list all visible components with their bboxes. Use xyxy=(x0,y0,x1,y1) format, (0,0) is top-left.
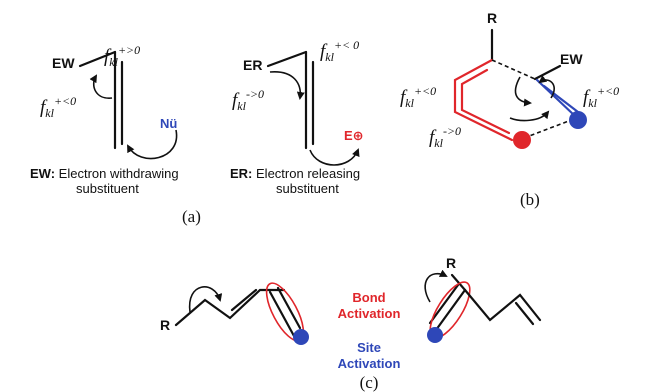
curved-arrow-c-left xyxy=(188,286,223,313)
blue-atom-dot xyxy=(569,111,587,129)
curved-arrow-c-right xyxy=(424,269,448,303)
blue-site-dot-right xyxy=(427,327,443,343)
panel-a-er-alkene: ER fkl+< 0 fkl->0 E⊕ xyxy=(232,38,364,166)
panel-a: EW fkl+>0 fkl+<0 Nü ER fkl+< 0 fkl->0 E⊕… xyxy=(30,38,364,226)
panel-c: R Bond Activation Site Activation R (c) xyxy=(160,255,542,392)
panel-b-label: (b) xyxy=(520,190,540,209)
fkl-plus-label-top-right: fkl+< 0 xyxy=(320,38,359,64)
bond-activation-line-1: Bond xyxy=(352,290,385,305)
fkl-plus-label-b-left: fkl+<0 xyxy=(400,84,436,110)
curved-arrow-b-bottom xyxy=(509,110,550,122)
forming-bond-bottom xyxy=(523,118,575,139)
bond-activation-line-2: Activation xyxy=(338,306,401,321)
terminal-bond-left-1 xyxy=(268,290,296,338)
curved-arrow-nucleophile xyxy=(127,129,178,160)
curved-arrow-b-right xyxy=(538,75,555,99)
r-label-b: R xyxy=(487,10,497,26)
panel-b: R EW fkl+<0 fkl->0 fkl+<0 (b) xyxy=(400,10,619,209)
panel-c-label: (c) xyxy=(360,373,379,392)
curved-arrow-b-top xyxy=(514,76,532,107)
er-bond xyxy=(266,50,308,68)
curved-arrow-left xyxy=(89,74,113,99)
fkl-minus-label-left: fkl->0 xyxy=(232,87,264,113)
ew-bond xyxy=(78,50,117,68)
fkl-plus-label-left: fkl+<0 xyxy=(40,94,76,120)
site-activation-line-1: Site xyxy=(357,340,381,355)
r-bond-c-right xyxy=(450,273,467,292)
caption-ew-line-2: substituent xyxy=(76,181,139,196)
red-atom-dot xyxy=(513,131,531,149)
panel-a-ew-alkene: EW fkl+>0 fkl+<0 Nü xyxy=(40,43,178,160)
blue-site-dot-left xyxy=(293,329,309,345)
diene-chain-right xyxy=(463,288,542,322)
ew-bond-b xyxy=(533,64,562,81)
electrophile-label: E⊕ xyxy=(344,128,364,143)
r-label-c-left: R xyxy=(160,317,170,333)
er-label: ER xyxy=(243,57,262,73)
diene-outer-red xyxy=(453,58,514,142)
diene-chain-left xyxy=(174,288,286,327)
dienophile-bond-1 xyxy=(535,78,577,118)
fkl-minus-label-b: fkl->0 xyxy=(429,124,461,150)
diene-left-double-1 xyxy=(230,288,258,312)
terminal-bond-right-1 xyxy=(434,288,467,332)
forming-bond-top xyxy=(491,59,536,80)
diene-right-double-2 xyxy=(514,301,535,326)
caption-er-line-1: ER: Electron releasing xyxy=(230,166,360,181)
curved-arrow-electrophile xyxy=(309,148,360,166)
curved-arrow-right-top xyxy=(269,71,305,100)
site-activation-line-2: Activation xyxy=(338,356,401,371)
fkl-plus-label-b-right: fkl+<0 xyxy=(583,84,619,110)
caption-ew-line-1: EW: Electron withdrawing xyxy=(30,166,179,181)
caption-er-line-2: substituent xyxy=(276,181,339,196)
nucleophile-label: Nü xyxy=(160,116,177,131)
r-label-c-right: R xyxy=(446,255,456,271)
ew-label-b: EW xyxy=(560,51,583,67)
panel-a-label: (a) xyxy=(182,207,201,226)
ew-label: EW xyxy=(52,55,75,71)
diene-inner-red xyxy=(460,68,511,135)
terminal-bond-left-2 xyxy=(276,286,302,330)
dienophile-bond-2 xyxy=(542,84,580,114)
terminal-bond-right-2 xyxy=(428,283,460,325)
